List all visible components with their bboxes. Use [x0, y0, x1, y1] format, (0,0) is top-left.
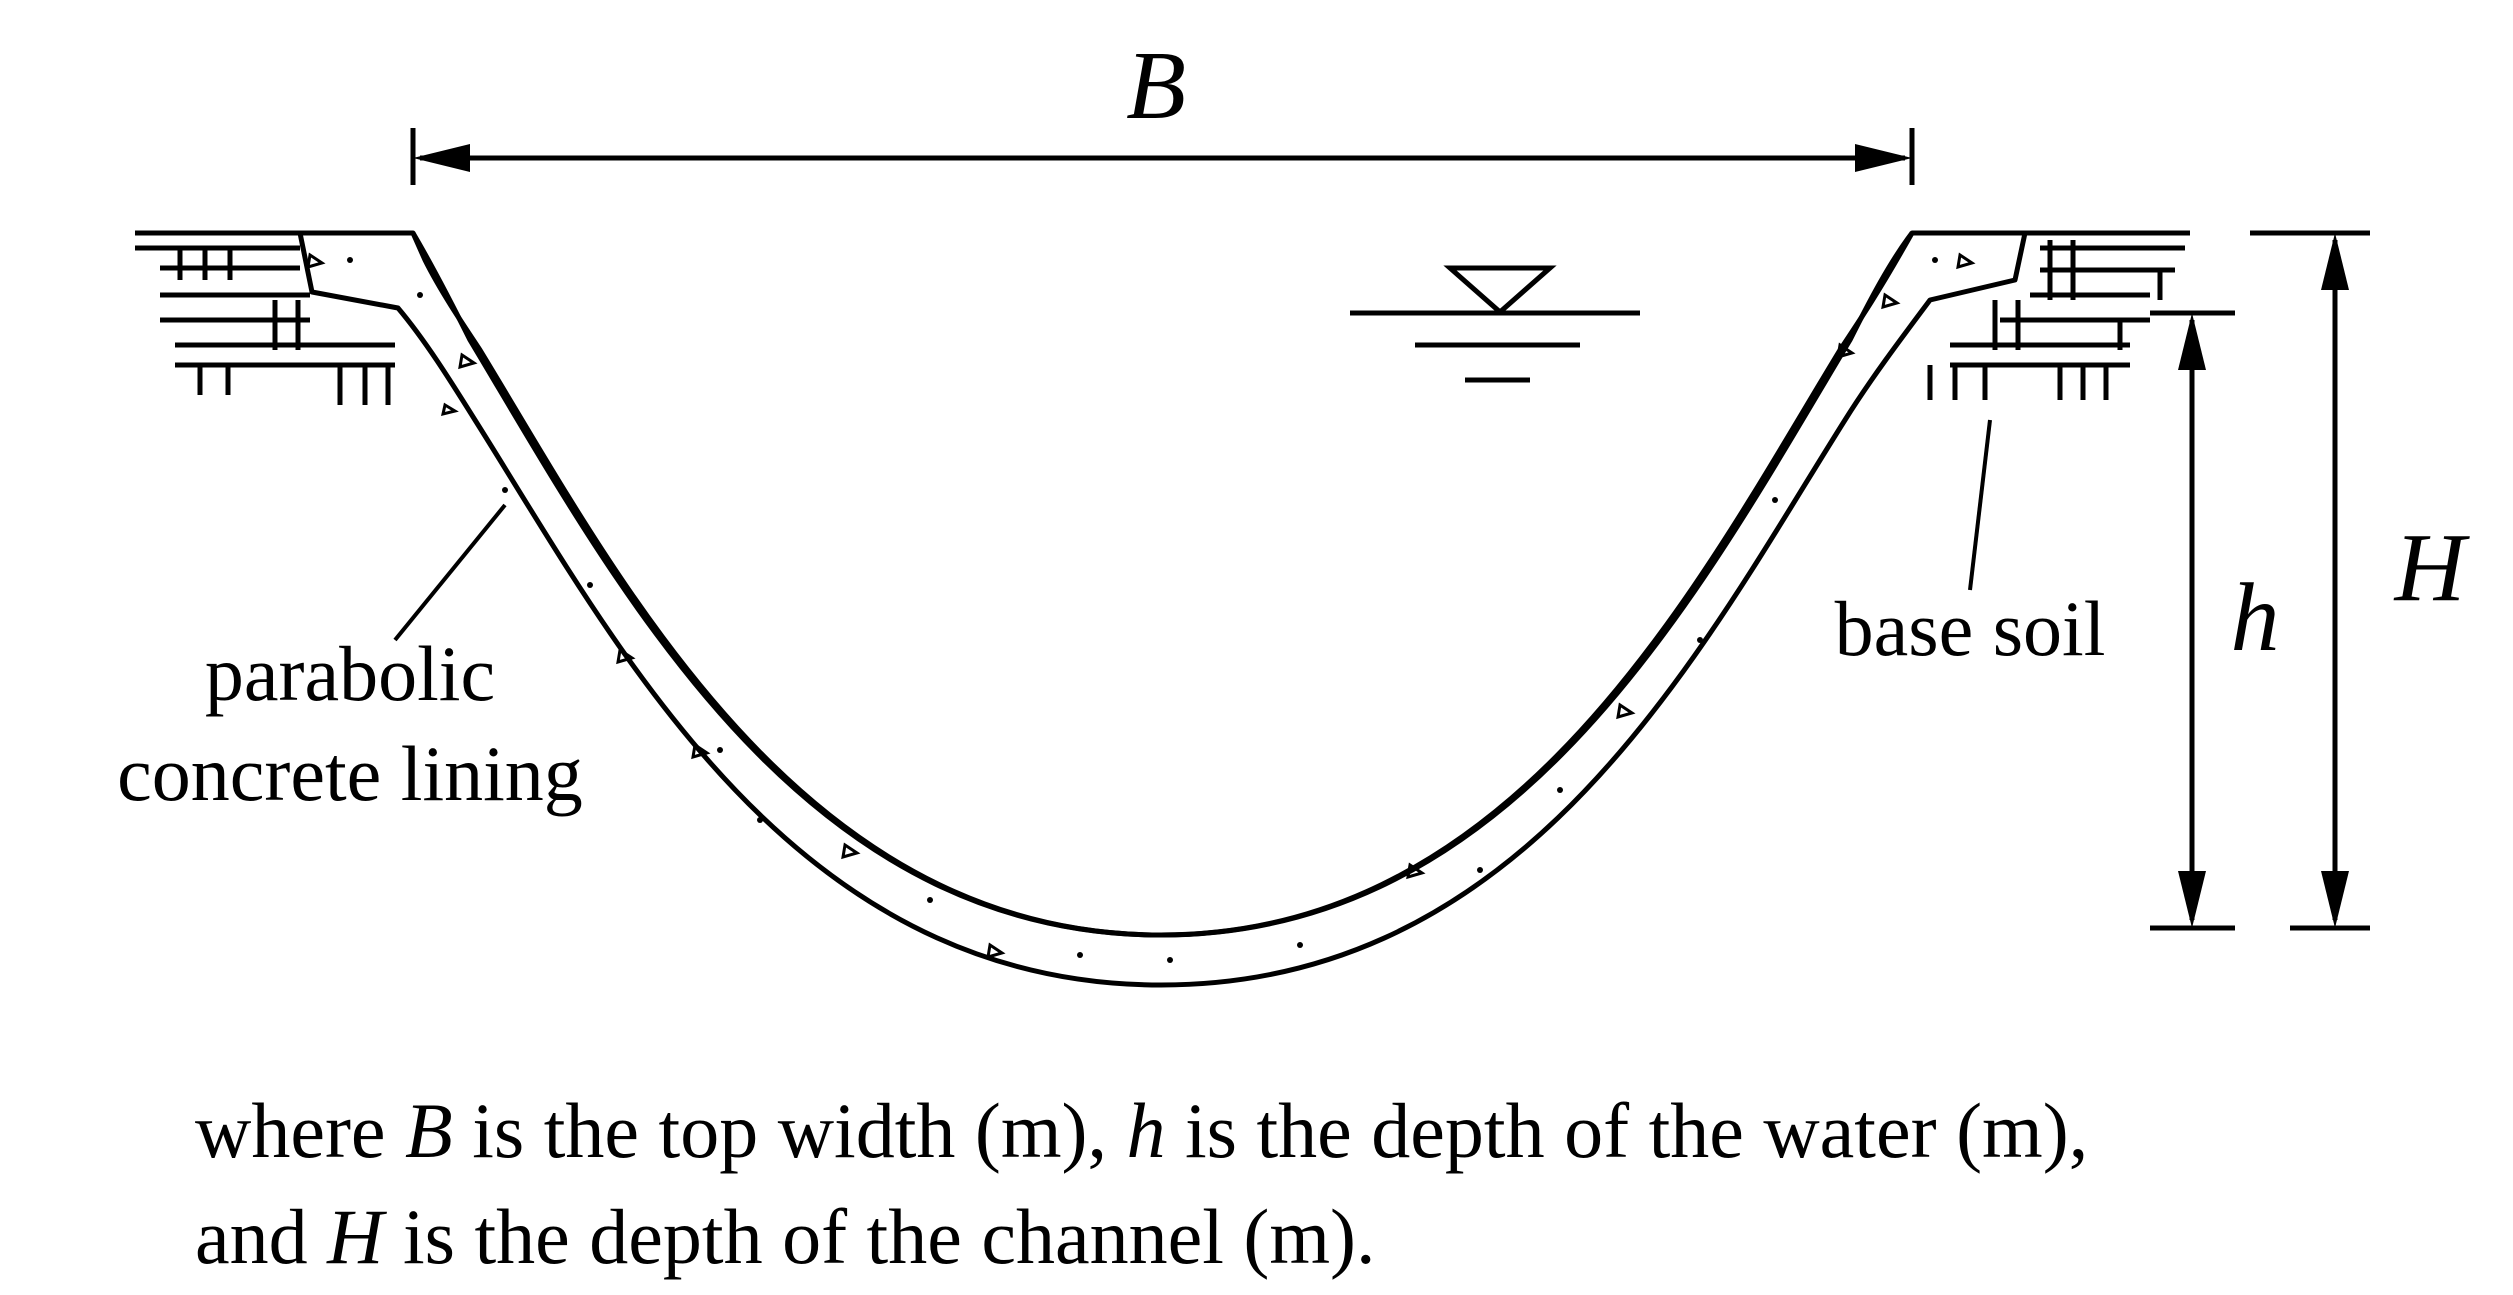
- parabolic-concrete-lining: [297, 230, 2028, 988]
- leader-lines: [393, 419, 1992, 642]
- water-depth-label: h: [2231, 564, 2280, 672]
- caption-line-1: where B is the top width (m), h is the d…: [195, 1087, 2089, 1174]
- caption-line-2: and H is the depth of the channel (m).: [195, 1193, 1376, 1280]
- water-surface-symbol: [1350, 265, 1640, 383]
- lining-shape: [297, 230, 2028, 988]
- aggregate-marks: [306, 252, 1976, 960]
- water-depth-dimension: [2150, 310, 2235, 931]
- channel-depth-label: H: [2393, 514, 2471, 622]
- top-width-dimension: [410, 128, 1915, 185]
- figure-caption: where B is the top width (m), h is the d…: [195, 1078, 2445, 1290]
- aggregate-dots: [347, 257, 1938, 963]
- left-base-soil-hatch: [135, 245, 395, 405]
- lining-label-line2: concrete lining: [117, 730, 583, 817]
- lining-label-line1: parabolic: [205, 630, 495, 717]
- right-base-soil-hatch: [1927, 240, 2185, 400]
- channel-depth-dimension: [2250, 230, 2370, 931]
- top-width-label: B: [1126, 32, 1186, 140]
- base-soil-label: base soil: [1835, 585, 2106, 672]
